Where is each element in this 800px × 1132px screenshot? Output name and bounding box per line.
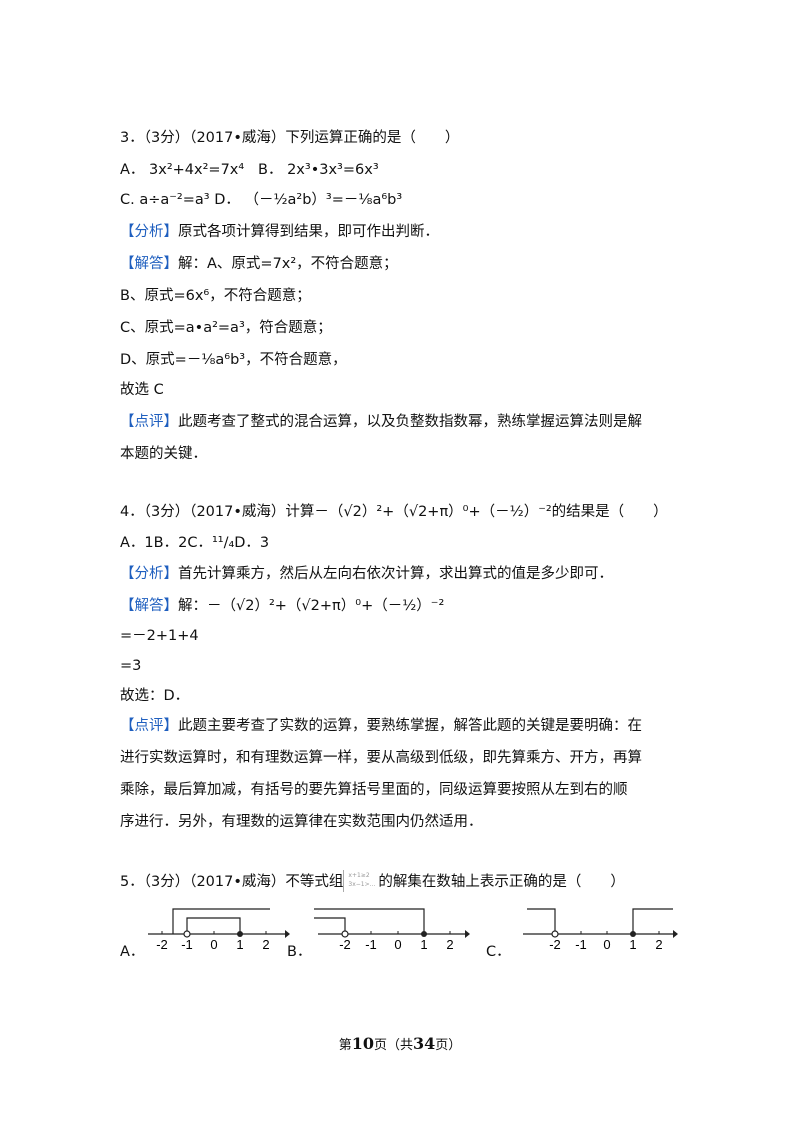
q4-comment-line-2: 乘除，最后算加减，有括号的要先算括号里面的，同级运算要按照从左到右的顺 [120, 782, 628, 798]
q3-opt-a-expr: 3x²+4x²=7x⁴ [149, 162, 245, 178]
q5-title-pre: 5．（3分）（2017•威海）不等式组 [120, 874, 344, 890]
tick-label-b-1: -1 [365, 937, 377, 952]
q3-opt-c-label: C. [120, 192, 135, 208]
q3-analysis-tag: 【分析】 [120, 224, 178, 240]
tick-label-c-2: 0 [603, 937, 610, 952]
tick-label-a-0: -2 [156, 937, 168, 952]
q5-option-c-label[interactable]: C． [486, 944, 511, 960]
tick-label-c-1: -1 [575, 937, 587, 952]
q3-opt-b-expr: 2x³•3x³=6x³ [287, 162, 379, 178]
q3-opt-b-label: B． [258, 162, 283, 178]
q5-option-a-label[interactable]: A． [120, 944, 145, 960]
footer-pre: 第 [338, 1038, 352, 1053]
tick-label-a-1: -1 [181, 937, 193, 952]
q4-comment-line-3: 序进行．另外，有理数的运算律在实数范围内仍然适用． [120, 814, 483, 830]
tick-label-b-3: 1 [420, 937, 427, 952]
q4-comment-line-1: 进行实数运算时，和有理数运算一样，要从高级到低级，即先算乘方、开方，再算 [120, 750, 642, 766]
tick-label-b-0: -2 [339, 937, 351, 952]
q3-opt-d-label: D． [214, 192, 240, 208]
tick-label-a-2: 0 [210, 937, 217, 952]
q5-option-b-label[interactable]: B． [287, 944, 312, 960]
tick-label-b-2: 0 [394, 937, 401, 952]
footer-post: 页） [435, 1038, 462, 1053]
q4-answer-line-2: =3 [120, 658, 142, 674]
q3-opt-c-expr: a÷a⁻²=a³ [139, 192, 210, 208]
footer-page-number: 10 [351, 1034, 374, 1053]
q4-analysis-tag: 【分析】 [120, 566, 178, 582]
q4-comment-line-0: 此题主要考查了实数的运算，要熟练掌握，解答此题的关键是要明确：在 [178, 718, 642, 734]
q3-answer-tag: 【解答】 [120, 256, 178, 272]
q3-answer-line-2: C、原式=a•a²=a³，符合题意； [120, 320, 332, 336]
q3-answer-line-3: D、原式=－⅛a⁶b³，不符合题意， [120, 352, 347, 368]
q4-answer-line-0: 【解答】解：－（√2）²+（√2+π）⁰+（－½）⁻² [120, 596, 444, 616]
number-line-a: -2 -1 0 1 2 [148, 908, 290, 952]
q3-answer-text: 解：A、原式=7x²，不符合题意； [178, 256, 398, 272]
q4-answer-text: 解：－（√2）²+（√2+π）⁰+（－½）⁻² [178, 598, 445, 614]
q3-opt-a-label: A． [120, 162, 145, 178]
q5-title-post: 的解集在数轴上表示正确的是（ ） [378, 874, 625, 890]
tick-label-a-4: 2 [262, 937, 269, 952]
tick-label-b-4: 2 [446, 937, 453, 952]
q3-options-cd: C. a÷a⁻²=a³ D． （－½a²b）³=－⅛a⁶b³ [120, 190, 402, 210]
q3-analysis-text: 原式各项计算得到结果，即可作出判断． [178, 224, 439, 240]
tick-label-c-4: 2 [655, 937, 662, 952]
footer-total-pages: 34 [413, 1034, 436, 1053]
q3-analysis: 【分析】原式各项计算得到结果，即可作出判断． [120, 222, 439, 242]
q3-options-ab: A． 3x²+4x²=7x⁴ B． 2x³•3x³=6x³ [120, 160, 379, 180]
q4-answer-line-1: =－2+1+4 [120, 628, 199, 644]
q4-analysis-text: 首先计算乘方，然后从左向右依次计算，求出算式的值是多少即可． [178, 566, 613, 582]
q4-comment-tag: 【点评】 [120, 718, 178, 734]
tick-label-c-0: -2 [549, 937, 561, 952]
number-line-b: -2 -1 0 1 2 [314, 908, 470, 952]
footer-mid: 页（共 [373, 1038, 413, 1053]
q4-answer-line-3: 故选：D． [120, 688, 190, 704]
q4-answer-tag: 【解答】 [120, 598, 178, 614]
q3-answer-line-0: 【解答】解：A、原式=7x²，不符合题意； [120, 254, 398, 274]
q4-options: A．1B．2C．¹¹/₄D．3 [120, 535, 270, 551]
q4-analysis: 【分析】首先计算乘方，然后从左向右依次计算，求出算式的值是多少即可． [120, 564, 613, 584]
q3-comment-tag: 【点评】 [120, 414, 178, 430]
q4-title: 4．（3分）（2017•威海）计算－（√2）²+（√2+π）⁰+（－½）⁻²的结… [120, 504, 668, 520]
tick-label-c-3: 1 [629, 937, 636, 952]
q3-title: 3．（3分）（2017•威海）下列运算正确的是（ ） [120, 130, 460, 146]
q4-comment: 【点评】此题主要考查了实数的运算，要熟练掌握，解答此题的关键是要明确：在 [120, 716, 642, 736]
number-line-c: -2 -1 0 1 2 [523, 908, 678, 952]
q3-comment: 【点评】此题考查了整式的混合运算，以及负整数指数幂，熟练掌握运算法则是解 [120, 412, 642, 432]
q3-answer-line-1: B、原式=6x⁶，不符合题意； [120, 288, 311, 304]
tick-label-a-3: 1 [236, 937, 243, 952]
page-footer: 第10页（共34页） [0, 1034, 800, 1053]
q3-comment-line-1: 本题的关键． [120, 446, 207, 462]
q3-answer-line-4: 故选 C [120, 382, 164, 398]
q3-comment-line-0: 此题考查了整式的混合运算，以及负整数指数幂，熟练掌握运算法则是解 [178, 414, 642, 430]
q3-opt-d-expr: （－½a²b）³=－⅛a⁶b³ [244, 192, 403, 208]
